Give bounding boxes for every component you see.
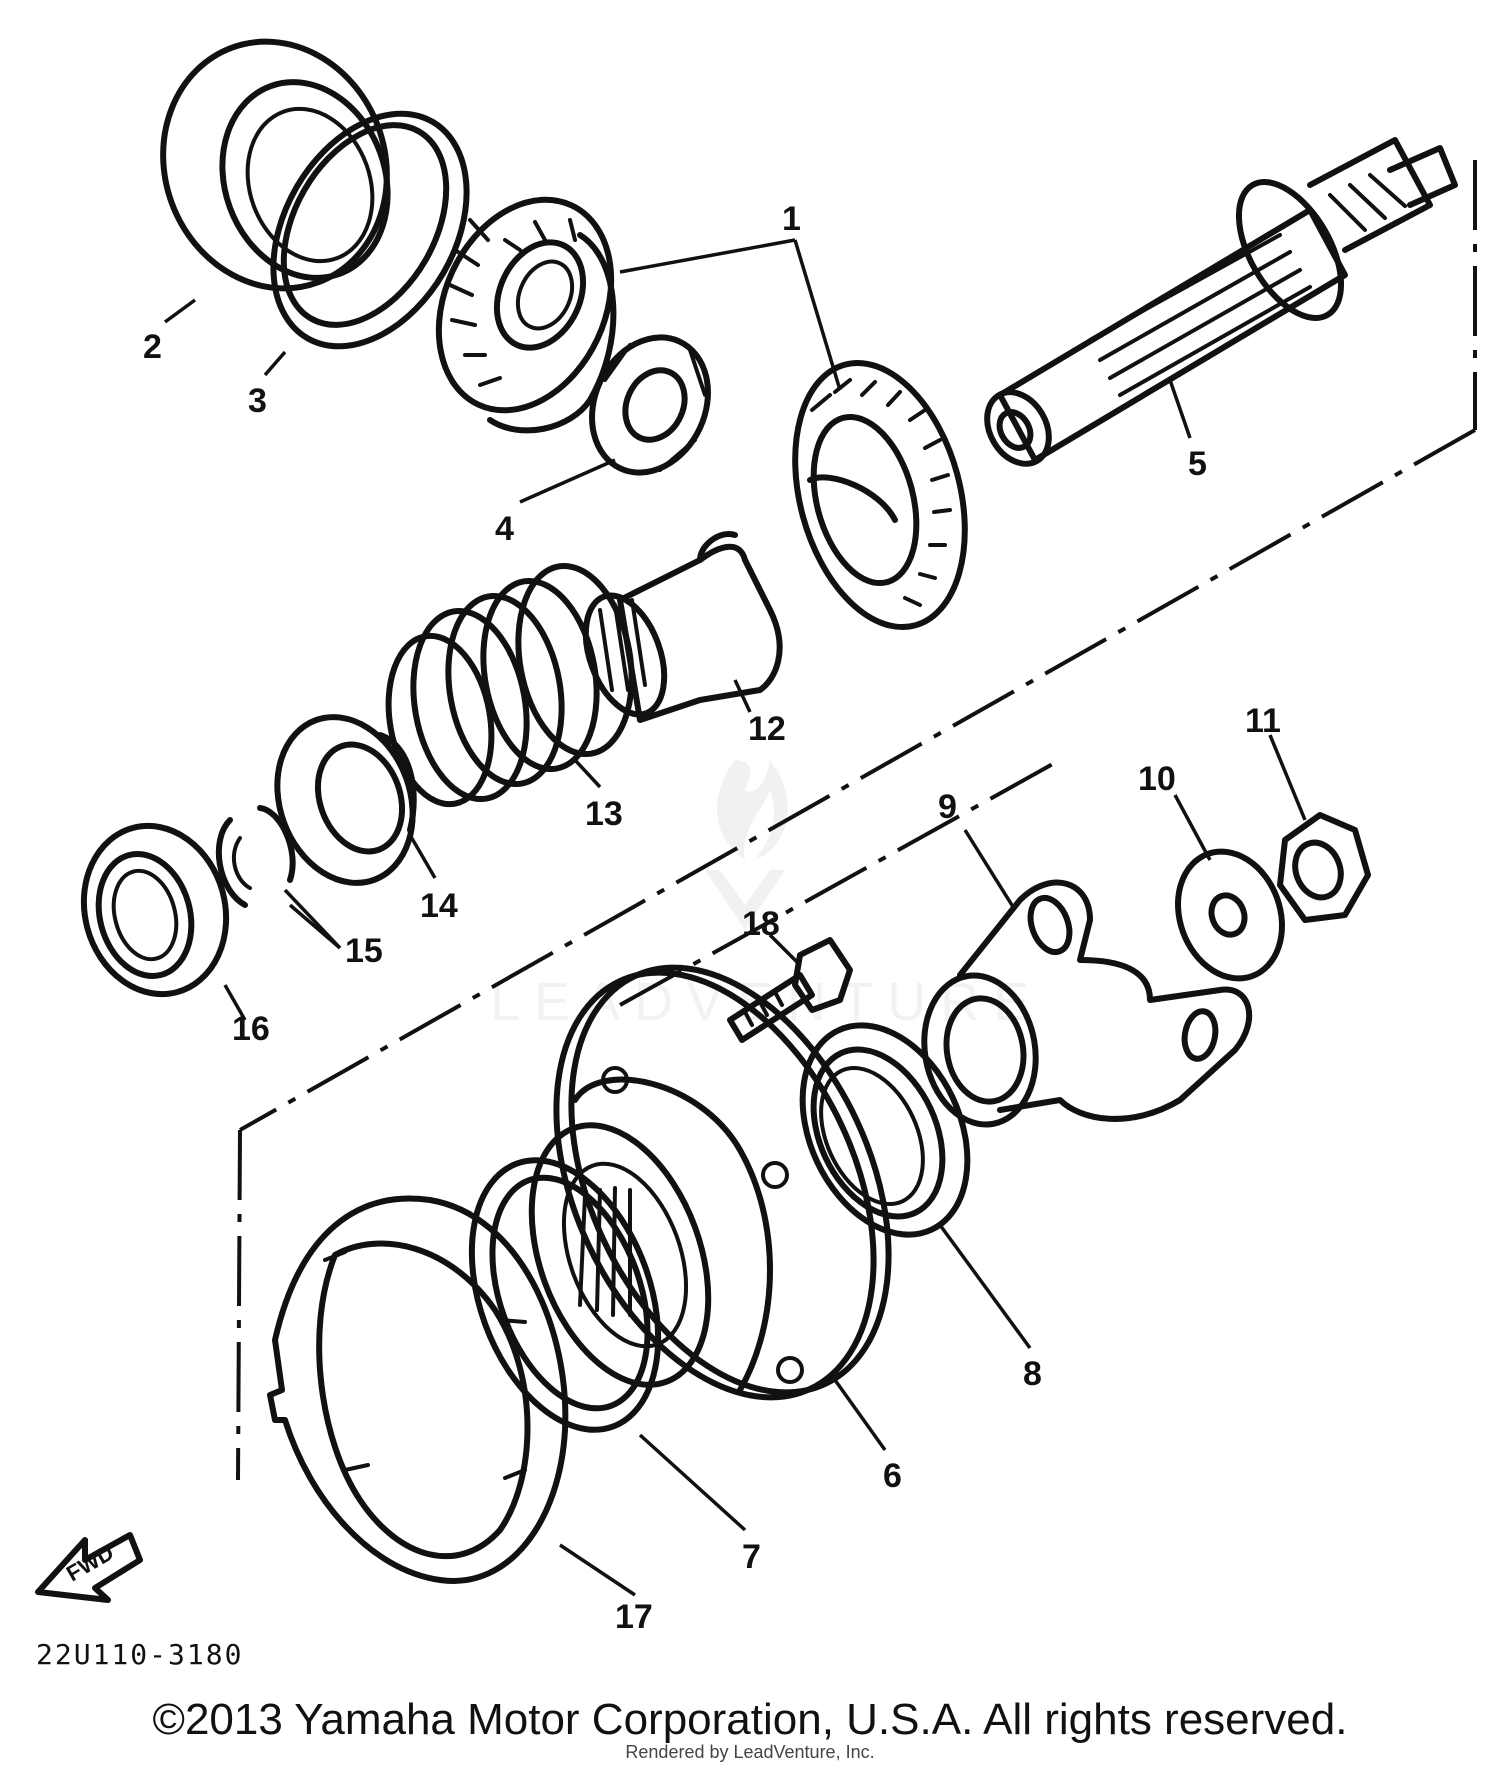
callout-14: 14 <box>420 887 458 925</box>
part-9-yoke <box>921 879 1253 1128</box>
part-17-lock-washer <box>267 1195 569 1584</box>
callout-3: 3 <box>248 382 267 420</box>
part-11-nut <box>1277 812 1371 923</box>
render-note: Rendered by LeadVenture, Inc. <box>625 1742 875 1762</box>
copyright-notice: ©2013 Yamaha Motor Corporation, U.S.A. A… <box>152 1695 1348 1744</box>
callout-5: 5 <box>1188 445 1207 483</box>
callout-17: 17 <box>615 1598 653 1636</box>
part-13-spring <box>385 562 635 808</box>
callout-12: 12 <box>748 710 786 748</box>
part-7-o-ring <box>468 1157 662 1433</box>
callout-2: 2 <box>143 328 162 366</box>
part-10-washer <box>1175 848 1285 982</box>
callout-10: 10 <box>1138 760 1176 798</box>
part-18-bolt <box>727 937 853 1043</box>
diagram-code: 22U110-3180 <box>36 1638 244 1671</box>
callout-numbers: 1 2 3 4 5 6 7 8 9 10 11 12 13 14 15 16 1… <box>143 200 1281 1636</box>
part-16-bearing <box>80 822 230 998</box>
part-15-circlip <box>215 805 296 908</box>
callout-15: 15 <box>345 932 383 970</box>
part-6-housing <box>528 964 892 1401</box>
callout-7: 7 <box>742 1538 761 1576</box>
leader-lines <box>163 238 1307 1597</box>
part-12-clutch <box>582 531 783 723</box>
callout-16: 16 <box>232 1010 270 1048</box>
part-5-propeller-shaft <box>984 137 1458 467</box>
part-1-forward-gear <box>435 196 617 434</box>
forward-direction-arrow: FWD <box>35 1532 143 1603</box>
part-1-rear-gear <box>792 359 968 631</box>
part-8-oil-seal <box>799 1022 971 1238</box>
callout-11: 11 <box>1245 702 1281 740</box>
callout-6: 6 <box>883 1457 902 1495</box>
callout-13: 13 <box>585 795 623 833</box>
callout-4: 4 <box>495 510 514 548</box>
callout-8: 8 <box>1023 1355 1042 1393</box>
leadventure-watermark: LEADVENTURE <box>490 760 1029 1032</box>
assembly-boundary <box>236 160 1477 1481</box>
callout-1: 1 <box>782 200 801 238</box>
part-4-nut <box>589 334 711 476</box>
part-14-plate <box>274 714 417 886</box>
callout-9: 9 <box>938 788 957 826</box>
callout-18: 18 <box>742 905 780 943</box>
part-3-shim <box>270 110 470 350</box>
